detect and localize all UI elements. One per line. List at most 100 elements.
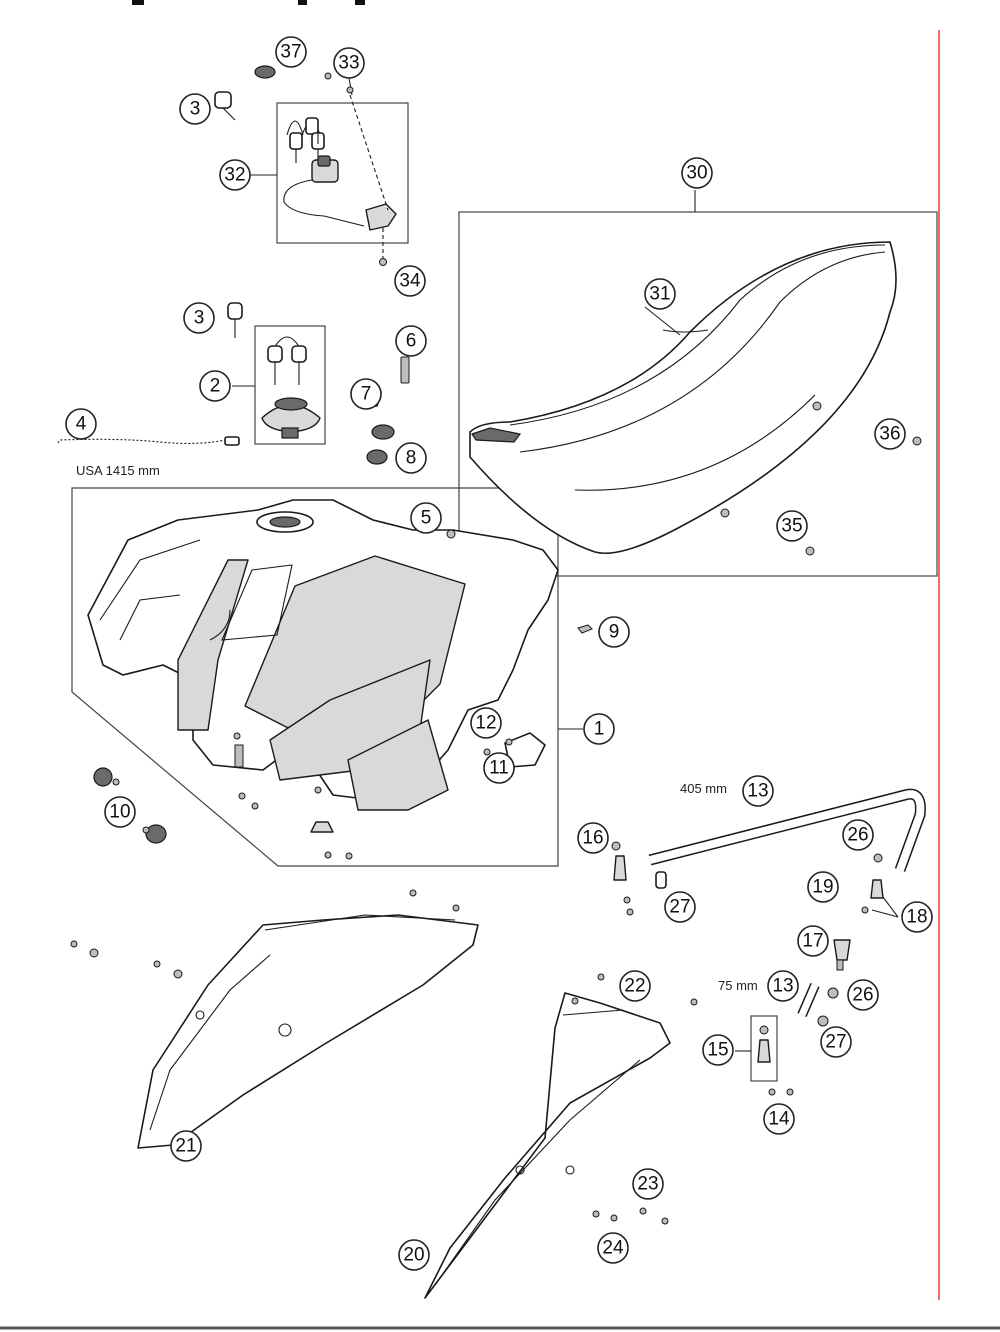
tap-box bbox=[750, 1015, 778, 1082]
svg-text:13: 13 bbox=[772, 976, 793, 997]
header-fragment bbox=[132, 0, 365, 5]
part-callout-37[interactable]: 37 bbox=[275, 36, 307, 68]
part-callout-32[interactable]: 32 bbox=[219, 159, 251, 191]
svg-text:20: 20 bbox=[403, 1245, 424, 1266]
part-callout-13-long[interactable]: 13 bbox=[742, 775, 774, 807]
svg-text:13: 13 bbox=[747, 781, 768, 802]
svg-text:14: 14 bbox=[768, 1109, 790, 1130]
part-callout-18[interactable]: 18 bbox=[901, 901, 933, 933]
svg-text:33: 33 bbox=[338, 53, 359, 74]
seat bbox=[469, 241, 922, 556]
fuel-hose-405 bbox=[648, 788, 926, 872]
svg-text:19: 19 bbox=[812, 877, 833, 898]
svg-text:23: 23 bbox=[637, 1174, 658, 1195]
part-callout-15[interactable]: 15 bbox=[702, 1034, 734, 1066]
part-callout-2[interactable]: 2 bbox=[199, 370, 231, 402]
part-callout-9[interactable]: 9 bbox=[598, 616, 630, 648]
part-callout-27-upper[interactable]: 27 bbox=[664, 891, 696, 923]
part-callout-24[interactable]: 24 bbox=[597, 1232, 629, 1264]
part-callout-31[interactable]: 31 bbox=[644, 278, 676, 310]
svg-text:36: 36 bbox=[879, 424, 900, 445]
part-callout-7[interactable]: 7 bbox=[350, 378, 382, 410]
svg-text:5: 5 bbox=[421, 508, 432, 529]
part-callout-16[interactable]: 16 bbox=[577, 822, 609, 854]
part-callout-8[interactable]: 8 bbox=[395, 442, 427, 474]
fuel-tap-16 bbox=[611, 841, 667, 916]
dimension-usa-wire: USA 1415 mm bbox=[76, 463, 160, 478]
part-callout-5[interactable]: 5 bbox=[410, 502, 442, 534]
short-hose-assembly bbox=[757, 939, 851, 1096]
svg-text:21: 21 bbox=[175, 1136, 196, 1157]
part-callout-23[interactable]: 23 bbox=[632, 1168, 664, 1200]
svg-text:31: 31 bbox=[649, 284, 670, 305]
svg-text:32: 32 bbox=[224, 165, 245, 186]
part-callout-3-mid[interactable]: 3 bbox=[183, 302, 215, 334]
cap-set-box bbox=[254, 325, 326, 445]
svg-text:15: 15 bbox=[707, 1040, 728, 1061]
svg-text:26: 26 bbox=[852, 985, 873, 1006]
seat-box bbox=[458, 211, 938, 577]
svg-text:34: 34 bbox=[399, 271, 421, 292]
side-cover-left bbox=[70, 889, 479, 1149]
part-callout-13-short[interactable]: 13 bbox=[767, 970, 799, 1002]
part-callout-36[interactable]: 36 bbox=[874, 418, 906, 450]
svg-text:3: 3 bbox=[190, 99, 201, 120]
svg-text:27: 27 bbox=[669, 897, 690, 918]
svg-text:7: 7 bbox=[361, 384, 372, 405]
svg-text:27: 27 bbox=[825, 1032, 846, 1053]
part-callout-22[interactable]: 22 bbox=[619, 970, 651, 1002]
svg-text:17: 17 bbox=[802, 931, 823, 952]
part-callout-30[interactable]: 30 bbox=[681, 157, 713, 189]
part-callout-26-lower[interactable]: 26 bbox=[847, 979, 879, 1011]
svg-text:10: 10 bbox=[109, 802, 130, 823]
part-callout-21[interactable]: 21 bbox=[170, 1130, 202, 1162]
svg-text:18: 18 bbox=[906, 907, 927, 928]
part-callout-26-upper[interactable]: 26 bbox=[842, 819, 874, 851]
part-callout-12[interactable]: 12 bbox=[470, 707, 502, 739]
ignition-lock-set bbox=[254, 65, 397, 266]
part-callout-11[interactable]: 11 bbox=[483, 752, 515, 784]
lock-set-box bbox=[276, 102, 409, 244]
loose-key-mid bbox=[227, 302, 243, 338]
svg-text:11: 11 bbox=[489, 758, 509, 779]
cable-wire bbox=[57, 436, 240, 446]
dimension-hose-long: 405 mm bbox=[680, 781, 727, 796]
svg-text:12: 12 bbox=[475, 713, 496, 734]
svg-text:2: 2 bbox=[210, 376, 221, 397]
dimension-hose-short: 75 mm bbox=[718, 978, 758, 993]
part-callout-4[interactable]: 4 bbox=[65, 408, 97, 440]
svg-text:16: 16 bbox=[582, 828, 603, 849]
svg-text:1: 1 bbox=[594, 719, 605, 740]
part-callout-35[interactable]: 35 bbox=[776, 510, 808, 542]
bolt-9 bbox=[577, 624, 593, 634]
part-callout-1[interactable]: 1 bbox=[583, 713, 615, 745]
part-callout-10[interactable]: 10 bbox=[104, 796, 136, 828]
svg-text:22: 22 bbox=[624, 976, 645, 997]
svg-text:6: 6 bbox=[406, 331, 417, 352]
part-callout-20[interactable]: 20 bbox=[398, 1239, 430, 1271]
svg-text:9: 9 bbox=[609, 622, 620, 643]
svg-text:3: 3 bbox=[194, 308, 205, 329]
svg-text:30: 30 bbox=[686, 163, 707, 184]
svg-text:37: 37 bbox=[280, 42, 301, 63]
part-callout-3-top[interactable]: 3 bbox=[179, 93, 211, 125]
part-callout-34[interactable]: 34 bbox=[394, 265, 426, 297]
part-callout-6[interactable]: 6 bbox=[395, 325, 427, 357]
part-callout-17[interactable]: 17 bbox=[797, 925, 829, 957]
fuel-tank bbox=[87, 499, 559, 860]
svg-text:4: 4 bbox=[76, 414, 87, 435]
part-callout-14[interactable]: 14 bbox=[763, 1103, 795, 1135]
svg-text:8: 8 bbox=[406, 448, 417, 469]
rubber-mounts-10 bbox=[93, 767, 167, 844]
side-cover-right bbox=[424, 973, 698, 1299]
fuel-cap-set bbox=[261, 336, 321, 439]
part-callout-33[interactable]: 33 bbox=[333, 47, 365, 79]
loose-key-top bbox=[214, 91, 236, 121]
svg-text:35: 35 bbox=[781, 516, 802, 537]
part-callout-19[interactable]: 19 bbox=[807, 871, 839, 903]
svg-text:24: 24 bbox=[602, 1238, 624, 1259]
part-callout-27-lower[interactable]: 27 bbox=[820, 1026, 852, 1058]
hose-fittings-18-19-26 bbox=[861, 853, 884, 914]
svg-text:26: 26 bbox=[847, 825, 868, 846]
